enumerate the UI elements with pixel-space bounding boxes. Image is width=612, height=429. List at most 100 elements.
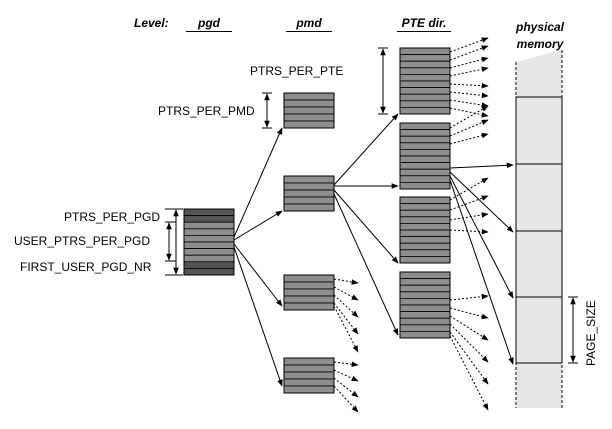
dotted-pointer-arrow	[449, 132, 489, 145]
table-entry	[283, 189, 335, 198]
table-entry	[399, 100, 451, 108]
table-entry	[283, 106, 335, 115]
dotted-pointer-arrow	[449, 107, 489, 118]
table-entry	[283, 302, 335, 311]
table-entry	[399, 175, 451, 183]
table-entry	[399, 168, 451, 177]
pointer-arrow	[449, 162, 514, 169]
dotted-pointer-arrow	[449, 315, 489, 341]
dotted-pointer-arrow	[449, 99, 489, 108]
table-entry	[399, 60, 451, 69]
table-entry	[399, 155, 451, 163]
table-entry	[399, 317, 451, 326]
dotted-pointer-arrow	[449, 82, 489, 89]
table-entry	[399, 54, 451, 62]
pmd-table	[283, 357, 335, 394]
table-entry	[283, 357, 335, 366]
physical-header: physical	[515, 20, 565, 34]
dotted-pointer-arrow	[449, 323, 489, 363]
table-entry	[399, 271, 451, 279]
table-entry	[399, 74, 451, 82]
dotted-pointer-arrow	[449, 91, 489, 99]
table-entry	[283, 175, 335, 184]
table-entry	[399, 196, 451, 204]
ptrs-per-pte-label: PTRS_PER_PTE	[250, 64, 344, 78]
memory-page	[515, 296, 563, 364]
pointer-arrow	[333, 189, 399, 264]
table-entry	[283, 295, 335, 304]
table-entry	[399, 249, 451, 257]
table-entry	[283, 120, 335, 129]
table-entry	[183, 248, 235, 256]
table-entry	[399, 255, 451, 264]
dotted-pointer-arrow	[449, 335, 489, 411]
dotted-pointer-arrow	[449, 195, 489, 211]
table-entry	[283, 385, 335, 394]
dotted-pointer-arrow	[333, 294, 359, 318]
table-entry	[183, 241, 235, 249]
table-entry	[399, 291, 451, 299]
table-entry	[399, 67, 451, 75]
dotted-pointer-arrow	[449, 177, 489, 201]
pointer-arrow	[233, 246, 283, 387]
page-size-label: PAGE_SIZE	[584, 300, 598, 366]
table-entry	[399, 129, 451, 137]
user-ptrs-per-pgd-label: USER_PTRS_PER_PGD	[14, 234, 151, 248]
table-entry	[283, 378, 335, 387]
table-entry	[183, 254, 235, 263]
table-entry	[399, 87, 451, 95]
pmd-table	[283, 92, 335, 129]
pointer-arrow	[233, 127, 283, 238]
table-entry	[283, 182, 335, 191]
table-entry	[183, 267, 235, 276]
dotted-pointer-arrow	[333, 286, 359, 301]
table-entry	[399, 242, 451, 251]
table-entry	[399, 181, 451, 190]
table-entry	[183, 261, 235, 269]
pointer-arrow	[233, 210, 283, 241]
table-entry	[283, 371, 335, 380]
table-entry	[399, 304, 451, 312]
dotted-pointer-arrow	[449, 66, 489, 77]
ptrs-per-pmd-label: PTRS_PER_PMD	[158, 104, 255, 118]
pmd-header: pmd	[286, 16, 332, 32]
table-entry	[283, 274, 335, 283]
table-entry	[399, 142, 451, 150]
ptrs-per-pgd-label: PTRS_PER_PGD	[64, 210, 161, 224]
table-entry	[399, 135, 451, 144]
table-entry	[399, 203, 451, 211]
pte-table	[399, 271, 451, 339]
table-entry	[283, 196, 335, 205]
dotted-pointer-arrow	[449, 228, 489, 235]
table-entry	[399, 216, 451, 224]
pte-table	[399, 196, 451, 264]
pointer-arrow	[449, 171, 514, 233]
level-label: Level:	[134, 16, 169, 30]
table-entry	[283, 99, 335, 108]
dotted-pointer-arrow	[449, 212, 489, 221]
table-entry	[399, 278, 451, 286]
dotted-pointer-arrow	[449, 56, 489, 69]
dimension-markers	[165, 47, 578, 364]
dotted-pointer-arrow	[449, 45, 489, 61]
table-entry	[399, 311, 451, 319]
table-entry	[399, 209, 451, 218]
table-entry	[283, 281, 335, 290]
table-entry	[399, 148, 451, 157]
table-entry	[283, 113, 335, 122]
table-entry	[399, 162, 451, 170]
dotted-pointer-arrow	[333, 302, 359, 335]
table-entry	[399, 284, 451, 293]
table-entry	[399, 229, 451, 237]
dotted-pointer-arrow	[333, 278, 359, 285]
pointer-arrow	[333, 193, 399, 336]
table-entry	[183, 208, 235, 216]
dotted-pointer-arrow	[449, 105, 489, 129]
table-entry	[283, 364, 335, 373]
table-entry	[399, 236, 451, 244]
table-entry	[399, 107, 451, 115]
first-user-pgd-nr-label: FIRST_USER_PGD_NR	[20, 260, 152, 274]
pointer-arrow	[333, 113, 399, 186]
table-entry	[399, 330, 451, 339]
